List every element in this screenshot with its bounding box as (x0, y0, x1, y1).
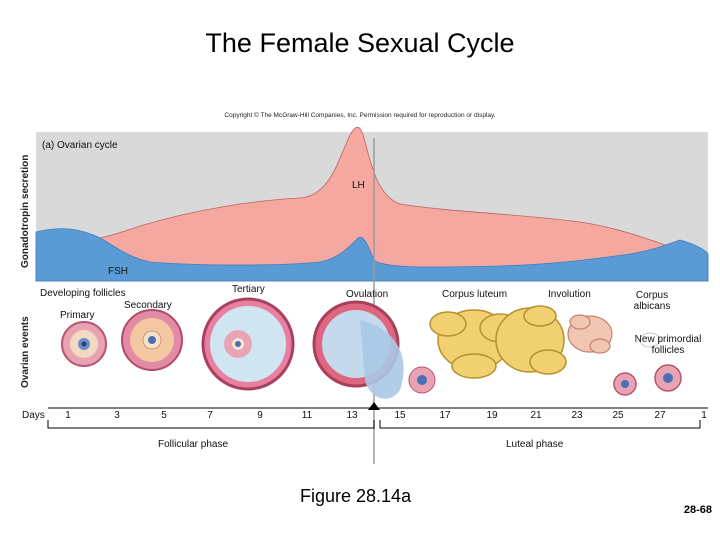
panel-label: (a) Ovarian cycle (42, 140, 118, 151)
tertiary-label: Tertiary (232, 284, 265, 295)
day-tick: 1 (701, 410, 707, 421)
luteal-bracket (379, 420, 701, 429)
luteal-phase-label: Luteal phase (506, 439, 564, 450)
days-label: Days (22, 410, 45, 421)
day-tick: 11 (301, 410, 313, 421)
ovulation-arrow (368, 402, 380, 410)
follicular-phase-label: Follicular phase (158, 439, 229, 450)
day-tick: 9 (257, 410, 263, 421)
day-tick: 27 (654, 410, 666, 421)
corpus-albicans-label: Corpus albicans (633, 290, 671, 312)
secondary-follicle (121, 309, 183, 371)
slide-number: 28-68 (683, 504, 712, 516)
ovulating-follicle (312, 300, 436, 399)
day-tick: 25 (612, 410, 624, 421)
fsh-label: FSH (108, 266, 128, 277)
day-tick: 17 (439, 410, 451, 421)
new-primordial-follicle-2 (654, 364, 682, 392)
lh-curve (35, 126, 709, 282)
tertiary-follicle (201, 297, 295, 391)
day-tick: 13 (346, 410, 358, 421)
follicular-bracket (47, 420, 375, 429)
copyright-notice: Copyright © The McGraw-Hill Companies, I… (224, 112, 496, 119)
figure-caption: Figure 28.14a (300, 486, 412, 506)
new-primordial-follicle-1 (613, 372, 637, 396)
corpus-luteum (429, 305, 567, 379)
corpus-albicans (639, 332, 661, 348)
day-tick: 21 (530, 410, 542, 421)
primary-follicle (61, 321, 107, 367)
secondary-label: Secondary (124, 300, 172, 311)
day-tick: 23 (571, 410, 583, 421)
day-tick: 19 (486, 410, 498, 421)
fsh-curve (35, 228, 709, 282)
ovarian-axis-label: Ovarian events (20, 316, 31, 388)
day-tick: 15 (394, 410, 406, 421)
day-tick: 1 (65, 410, 71, 421)
page-title: The Female Sexual Cycle (205, 28, 515, 58)
ovulation-label: Ovulation (346, 289, 389, 300)
developing-follicles-label: Developing follicles (40, 288, 126, 299)
day-tick: 3 (114, 410, 120, 421)
involuting-corpus (567, 314, 613, 354)
day-tick: 7 (207, 410, 213, 421)
primary-label: Primary (60, 310, 95, 321)
new-primordial-label: New primordial follicles (634, 334, 702, 356)
involution-label: Involution (548, 289, 591, 300)
lh-label: LH (352, 180, 365, 191)
gonadotropin-axis-label: Gonadotropin secretion (20, 154, 31, 268)
day-tick: 5 (161, 410, 167, 421)
corpus-luteum-label: Corpus luteum (442, 289, 508, 300)
